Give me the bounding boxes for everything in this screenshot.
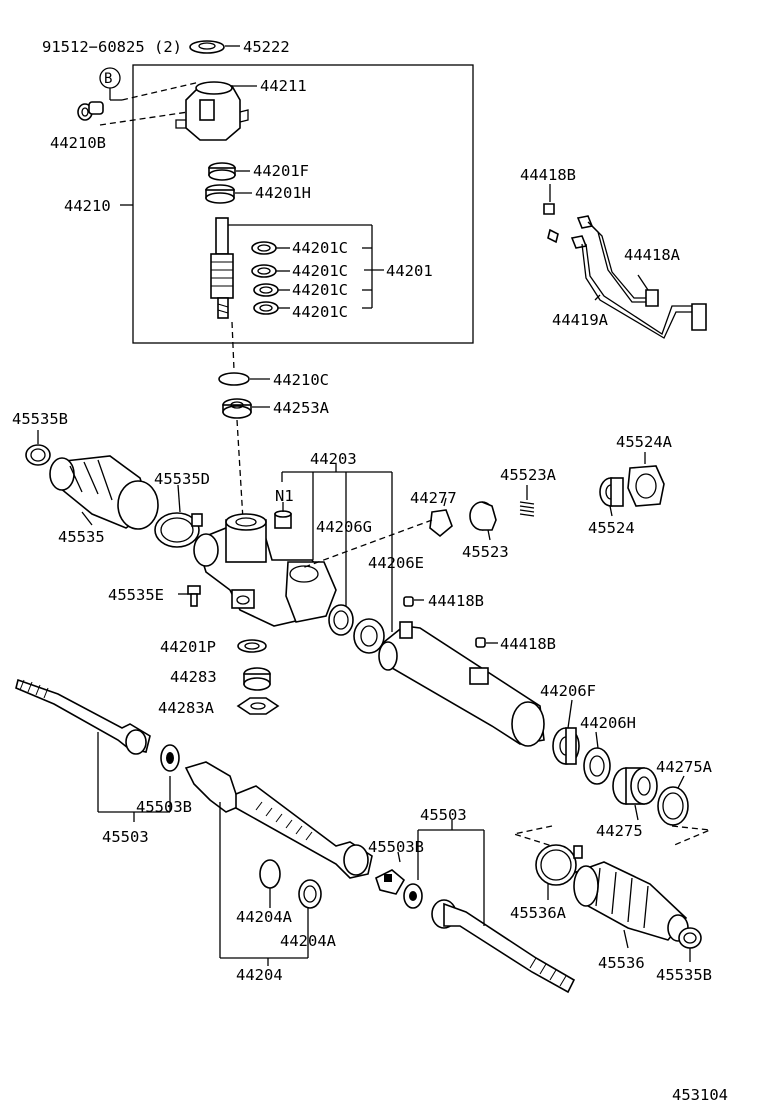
- label-44206F: 44206F: [540, 682, 596, 700]
- label-44277: 44277: [410, 489, 457, 507]
- rack-boot-right-illustration: [573, 861, 689, 942]
- label-44201: 44201: [386, 262, 433, 280]
- label-N1: N1: [275, 487, 294, 505]
- label-44201C-4: 44201C: [292, 303, 348, 321]
- tie-rod-right-illustration: [431, 899, 576, 994]
- label-45535B-right: 45535B: [656, 966, 712, 984]
- label-44275A: 44275A: [656, 758, 713, 776]
- label-44283A: 44283A: [158, 699, 215, 717]
- mount-bracket-illustration: [627, 465, 665, 507]
- label-44283: 44283: [170, 668, 217, 686]
- label-44210B: 44210B: [50, 134, 106, 152]
- union-bolt-1-illustration: [403, 596, 414, 607]
- rack-housing-illustration: [193, 513, 337, 627]
- label-44275: 44275: [596, 822, 643, 840]
- seal-ring-g-illustration: [328, 604, 354, 636]
- small-bolt-illustration: [187, 585, 201, 607]
- label-44203: 44203: [310, 450, 357, 468]
- seal-rings-illustration: [251, 241, 279, 315]
- boot-direction-arrow: [511, 825, 711, 847]
- boot-clamp-right-small-illustration: [678, 927, 702, 949]
- label-45222: 45222: [243, 38, 290, 56]
- rack-bushing-illustration: [259, 859, 281, 889]
- rack-ring-illustration: [298, 879, 322, 909]
- label-44206E: 44206E: [368, 554, 424, 572]
- rack-stopper-illustration: [612, 767, 658, 805]
- label-45503-right: 45503: [420, 806, 467, 824]
- union-bolt-2-illustration: [475, 637, 486, 648]
- label-44210: 44210: [64, 197, 111, 215]
- label-44204A-1: 44204A: [236, 908, 293, 926]
- cover-illustration: [429, 509, 453, 538]
- snap-ring-illustration: [657, 786, 689, 826]
- label-44201C-3: 44201C: [292, 281, 348, 299]
- label-45535D: 45535D: [154, 470, 210, 488]
- tie-rod-left-illustration: [15, 678, 151, 755]
- label-45536A: 45536A: [510, 904, 567, 922]
- lock-nut-illustration: [236, 697, 280, 715]
- label-45503B-right: 45503B: [368, 838, 424, 856]
- valve-housing-illustration: [175, 81, 249, 141]
- boot-clamp-right-large-illustration: [535, 844, 583, 886]
- oil-seal-p-illustration: [237, 639, 267, 653]
- label-44204: 44204: [236, 966, 283, 984]
- label-44201C-1: 44201C: [292, 239, 348, 257]
- claw-washer-right-illustration: [403, 883, 423, 909]
- cylinder-tube-illustration: [378, 621, 545, 747]
- label-45503-left: 45503: [102, 828, 149, 846]
- label-44206H: 44206H: [580, 714, 636, 732]
- label-44419A: 44419A: [552, 311, 609, 329]
- label-44418B-mid: 44418B: [428, 592, 484, 610]
- claw-washer-left-illustration: [160, 744, 180, 772]
- o-ring-illustration: [218, 372, 250, 386]
- label-45523: 45523: [462, 543, 509, 561]
- rack-boot-left-illustration: [49, 455, 159, 530]
- label-44211: 44211: [260, 77, 307, 95]
- label-44210C: 44210C: [273, 371, 329, 389]
- label-45535E: 45535E: [108, 586, 164, 604]
- rack-end-stop-illustration: [375, 869, 406, 895]
- label-45524: 45524: [588, 519, 635, 537]
- bolt-nut-illustration: [77, 101, 104, 121]
- label-45536: 45536: [598, 954, 645, 972]
- label-44204A-2: 44204A: [280, 932, 337, 950]
- label-44253A: 44253A: [273, 399, 330, 417]
- bearing-illustration: [205, 184, 235, 204]
- label-44418A: 44418A: [624, 246, 681, 264]
- yoke-illustration: [469, 501, 497, 531]
- seal-ring-e-illustration: [353, 618, 385, 654]
- valve-assembly-box: [132, 64, 474, 344]
- pressure-tubes-illustration: [543, 184, 707, 339]
- boot-clamp-left-illustration: [25, 444, 51, 466]
- spring-illustration: [519, 501, 535, 517]
- label-45524A: 45524A: [616, 433, 673, 451]
- label-45535: 45535: [58, 528, 105, 546]
- label-45503B-left: 45503B: [136, 798, 192, 816]
- label-44418B-low: 44418B: [500, 635, 556, 653]
- label-45523A: 45523A: [500, 466, 557, 484]
- steering-rack-illustration: [184, 761, 373, 879]
- label-44201H: 44201H: [255, 184, 311, 202]
- valve-bearing-illustration: [222, 398, 252, 419]
- label-45535B-left: 45535B: [12, 410, 68, 428]
- label-44201F: 44201F: [253, 162, 309, 180]
- label-44201P: 44201P: [160, 638, 216, 656]
- diagram-id: 453104: [672, 1086, 728, 1104]
- label-callout-b: B: [104, 71, 112, 87]
- boot-clamp-band-illustration: [154, 512, 203, 548]
- mount-bushing-illustration: [599, 477, 624, 507]
- rack-guide-illustration: [243, 667, 271, 691]
- plug-illustration: [274, 510, 292, 529]
- label-44201C-2: 44201C: [292, 262, 348, 280]
- label-44418B-top: 44418B: [520, 166, 576, 184]
- control-valve-shaft-illustration: [210, 217, 234, 319]
- label-44206G: 44206G: [316, 518, 372, 536]
- dust-cover-illustration: [189, 40, 225, 54]
- oil-seal-illustration: [208, 162, 236, 181]
- label-bolt-ref: 91512−60825 (2): [42, 38, 182, 56]
- seal-h-illustration: [583, 747, 611, 785]
- bushing-f-illustration: [552, 727, 580, 765]
